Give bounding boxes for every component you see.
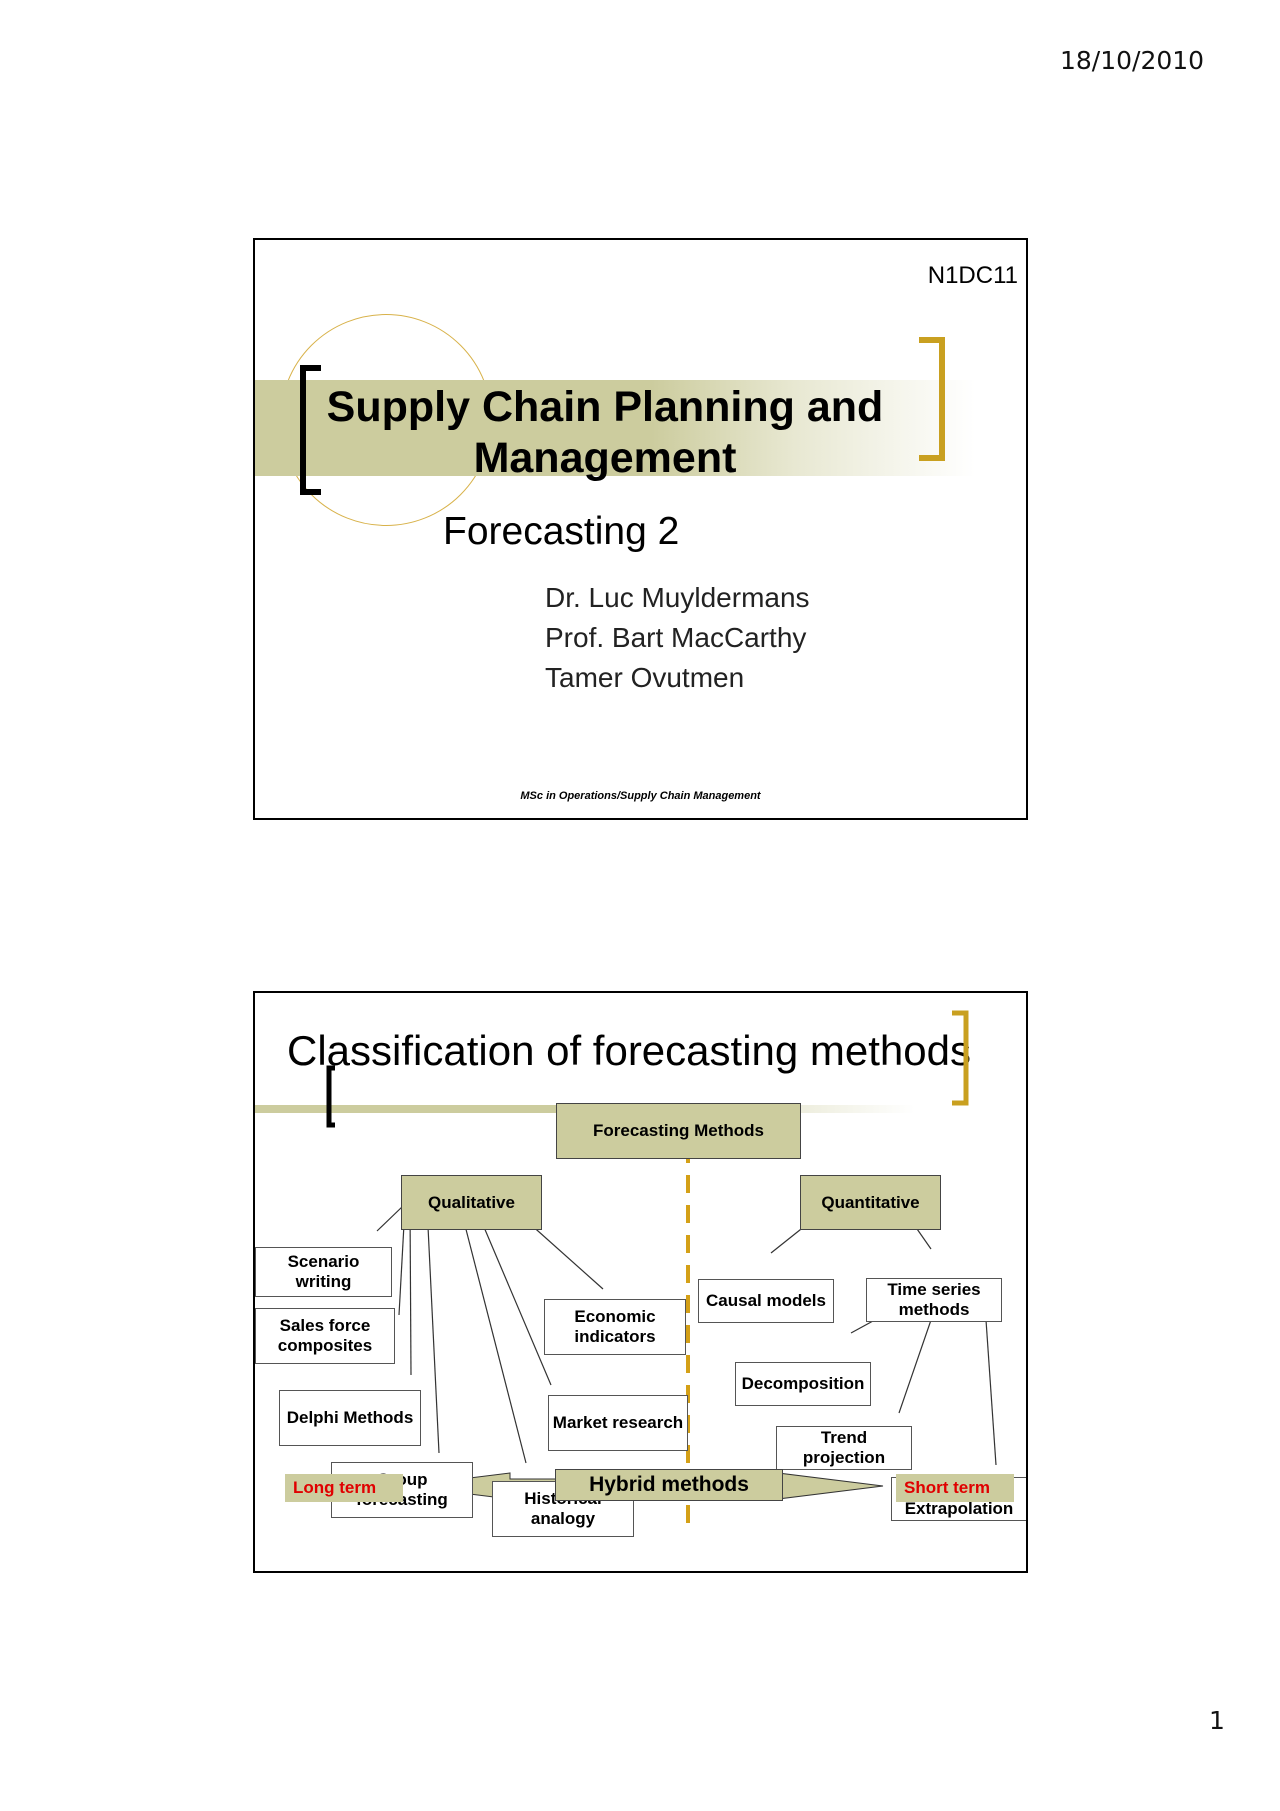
trend-projection-box: Trend projection <box>776 1426 912 1470</box>
title-band <box>255 380 975 476</box>
market-research-box: Market research <box>548 1395 688 1451</box>
historical-analogy-box: Historical analogy <box>492 1481 634 1537</box>
time-series-methods-box: Time series methods <box>866 1278 1002 1322</box>
title-line-2: Management <box>473 434 737 482</box>
quantitative-node: Quantitative <box>800 1175 941 1230</box>
left-bracket-icon <box>326 1065 335 1128</box>
left-bracket-icon <box>300 365 321 495</box>
slide-subtitle: Forecasting 2 <box>443 510 680 553</box>
slide-footer: MSc in Operations/Supply Chain Managemen… <box>520 790 761 802</box>
forecasting-methods-node: Forecasting Methods <box>556 1103 801 1159</box>
right-bracket-icon <box>919 337 945 461</box>
page-number: 1 <box>1209 1706 1225 1735</box>
right-bracket-icon <box>952 1010 969 1106</box>
title-line-1: Supply Chain Planning and <box>326 383 884 431</box>
classification-slide: Classification of forecasting methods Fo… <box>253 991 1028 1573</box>
economic-indicators-box: Economic indicators <box>544 1299 686 1355</box>
qualitative-node: Qualitative <box>401 1175 542 1230</box>
slide-title: Supply Chain Planning and Management <box>315 382 895 484</box>
delphi-methods-box: Delphi Methods <box>279 1390 421 1446</box>
bracket-graphics <box>300 337 945 495</box>
title-slide: N1DC11 Supply Chain Planning and Managem… <box>253 238 1028 820</box>
long-term-label: Long term <box>285 1474 403 1502</box>
short-term-label: Short term <box>896 1474 1014 1502</box>
author-2: Prof. Bart MacCarthy <box>545 622 807 653</box>
course-code: N1DC11 <box>927 262 1018 289</box>
author-3: Tamer Ovutmen <box>545 662 745 693</box>
scenario-writing-box: Scenario writing <box>255 1247 392 1297</box>
decomposition-box: Decomposition <box>735 1362 871 1406</box>
sales-force-composites-box: Sales force composites <box>255 1308 395 1364</box>
page-date: 18/10/2010 <box>1060 46 1205 75</box>
author-1: Dr. Luc Muyldermans <box>545 582 810 613</box>
hybrid-methods-node: Hybrid methods <box>555 1469 783 1501</box>
causal-models-box: Causal models <box>698 1279 834 1323</box>
slide-title: Classification of forecasting methods <box>287 1027 971 1074</box>
